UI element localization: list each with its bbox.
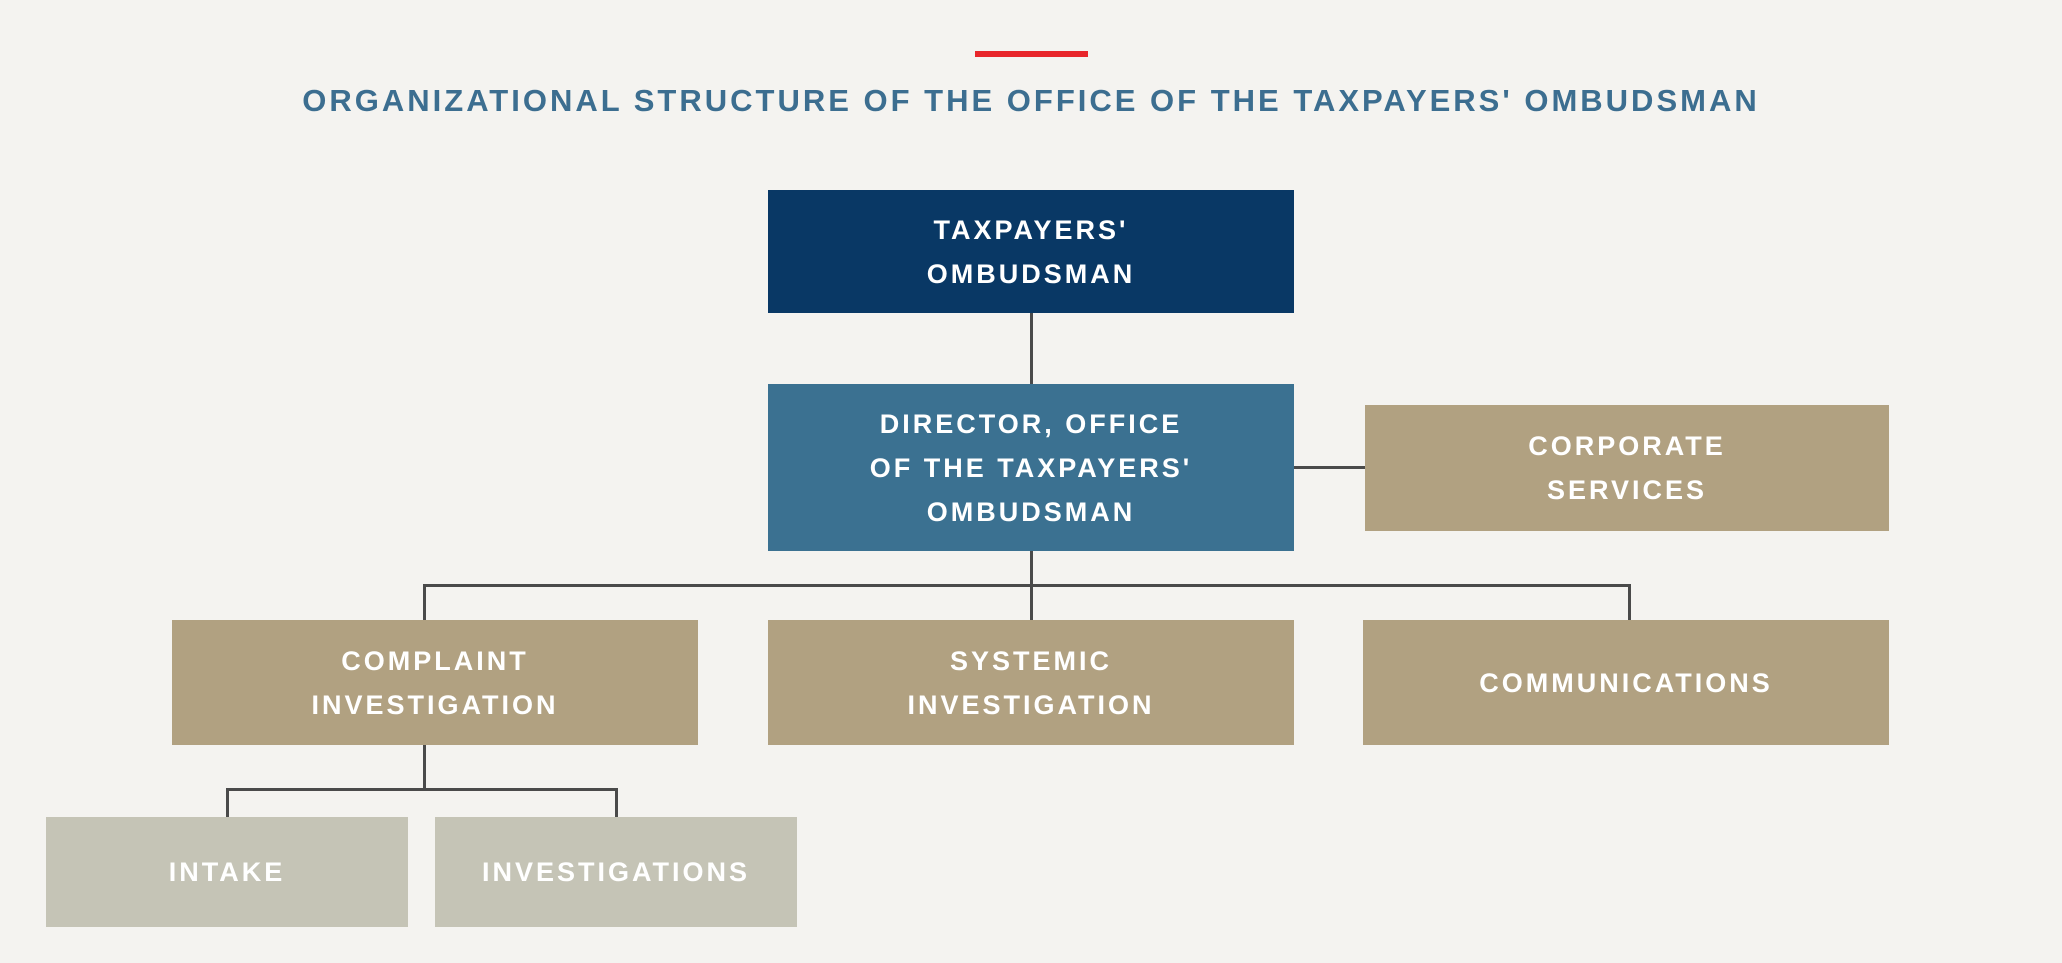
title-accent-bar — [975, 51, 1088, 57]
node-taxpayers-ombudsman: TAXPAYERS' OMBUDSMAN — [768, 190, 1294, 313]
connector-ombudsman-director — [1030, 313, 1033, 384]
connector-drop-communications — [1628, 584, 1631, 620]
node-director-office: DIRECTOR, OFFICE OF THE TAXPAYERS' OMBUD… — [768, 384, 1294, 551]
node-investigations-label: INVESTIGATIONS — [481, 857, 751, 887]
node-corporate-services-label: CORPORATE SERVICES — [1528, 431, 1726, 505]
node-communications: COMMUNICATIONS — [1363, 620, 1889, 745]
connector-drop-complaint — [423, 584, 426, 620]
node-communications-label: COMMUNICATIONS — [1479, 667, 1773, 698]
page-title: ORGANIZATIONAL STRUCTURE OF THE OFFICE O… — [302, 83, 1760, 118]
connector-tier3-rail — [423, 584, 1631, 587]
connector-drop-investigations — [615, 788, 618, 817]
node-investigations: INVESTIGATIONS — [435, 817, 797, 927]
node-intake: INTAKE — [46, 817, 408, 927]
node-systemic-investigation: SYSTEMIC INVESTIGATION — [768, 620, 1294, 745]
connector-complaint-stem — [423, 745, 426, 790]
connector-drop-intake — [226, 788, 229, 817]
connector-director-corporate — [1294, 466, 1365, 469]
node-director-office-label: DIRECTOR, OFFICE OF THE TAXPAYERS' OMBUD… — [869, 408, 1193, 527]
node-taxpayers-ombudsman-label: TAXPAYERS' OMBUDSMAN — [926, 214, 1136, 289]
node-complaint-investigation: COMPLAINT INVESTIGATION — [172, 620, 698, 745]
node-intake-label: INTAKE — [168, 857, 286, 887]
node-complaint-investigation-label: COMPLAINT INVESTIGATION — [311, 645, 559, 720]
node-systemic-investigation-label: SYSTEMIC INVESTIGATION — [907, 645, 1155, 720]
connector-director-stem — [1030, 551, 1033, 587]
node-corporate-services: CORPORATE SERVICES — [1365, 405, 1889, 531]
connector-tier4-rail — [226, 788, 618, 791]
connector-drop-systemic — [1030, 584, 1033, 620]
